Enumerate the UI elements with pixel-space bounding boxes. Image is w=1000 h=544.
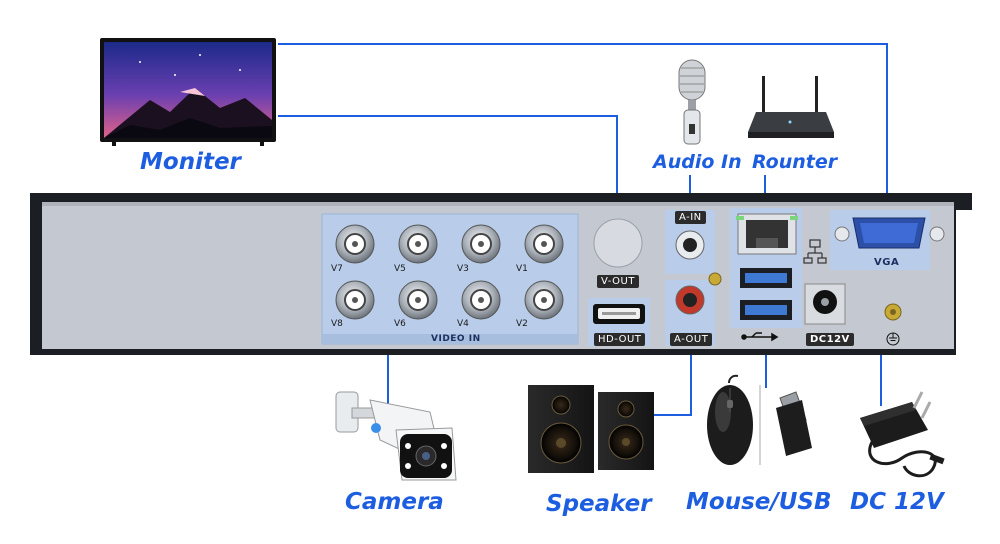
bnc-v2: [524, 280, 564, 320]
usb-stick-icon: [759, 385, 812, 465]
a-out-port-label: A-OUT: [670, 333, 713, 346]
channel-label-v7: V7: [331, 264, 343, 274]
vga-block: [830, 210, 945, 270]
dc-label: DC 12V: [850, 489, 944, 515]
router-icon: [748, 76, 834, 138]
dc-block: [804, 283, 846, 325]
bnc-v1: [524, 224, 564, 264]
camera-label: Camera: [345, 489, 444, 515]
router-label: Rounter: [752, 151, 838, 173]
power-adapter-icon: [860, 391, 945, 478]
bnc-v5: [398, 224, 438, 264]
bnc-v7: [335, 224, 375, 264]
channel-label-v4: V4: [457, 319, 469, 329]
bnc-v8: [335, 280, 375, 320]
mouse-usb-label: Mouse/USB: [686, 489, 832, 515]
channel-label-v3: V3: [457, 264, 469, 274]
bnc-v4: [461, 280, 501, 320]
ground-icon: [884, 303, 902, 346]
camera-icon: [335, 391, 457, 481]
video-in-port-label: VIDEO IN: [431, 334, 481, 344]
channel-label-v8: V8: [331, 319, 343, 329]
bnc-connectors: [335, 224, 564, 320]
channel-label-v2: V2: [516, 319, 528, 329]
a-in-port-label: A-IN: [675, 211, 706, 224]
vga-port-label: VGA: [874, 257, 900, 268]
hd-out-port-label: HD-OUT: [594, 333, 646, 346]
bnc-v6: [398, 280, 438, 320]
dc12v-port-label: DC12V: [806, 333, 854, 346]
microphone-icon: [678, 59, 706, 145]
network-icon: [803, 239, 827, 264]
monitor-icon: [100, 38, 276, 146]
bnc-v3: [461, 224, 501, 264]
usb-symbol-icon: [741, 332, 779, 342]
v-out-port-label: V-OUT: [597, 275, 639, 288]
channel-label-v5: V5: [394, 264, 406, 274]
audio-in-label: Audio In: [653, 151, 742, 173]
speaker-label: Speaker: [546, 491, 652, 517]
channel-label-v6: V6: [394, 319, 406, 329]
mouse-icon: [707, 374, 753, 465]
speaker-icon: [528, 385, 654, 473]
network-usb-block: [730, 208, 802, 328]
monitor-label: Moniter: [140, 149, 241, 175]
channel-label-v1: V1: [516, 264, 528, 274]
speaker-line: [642, 348, 692, 416]
vga-line: [278, 43, 888, 197]
v-out-port: [593, 218, 643, 268]
